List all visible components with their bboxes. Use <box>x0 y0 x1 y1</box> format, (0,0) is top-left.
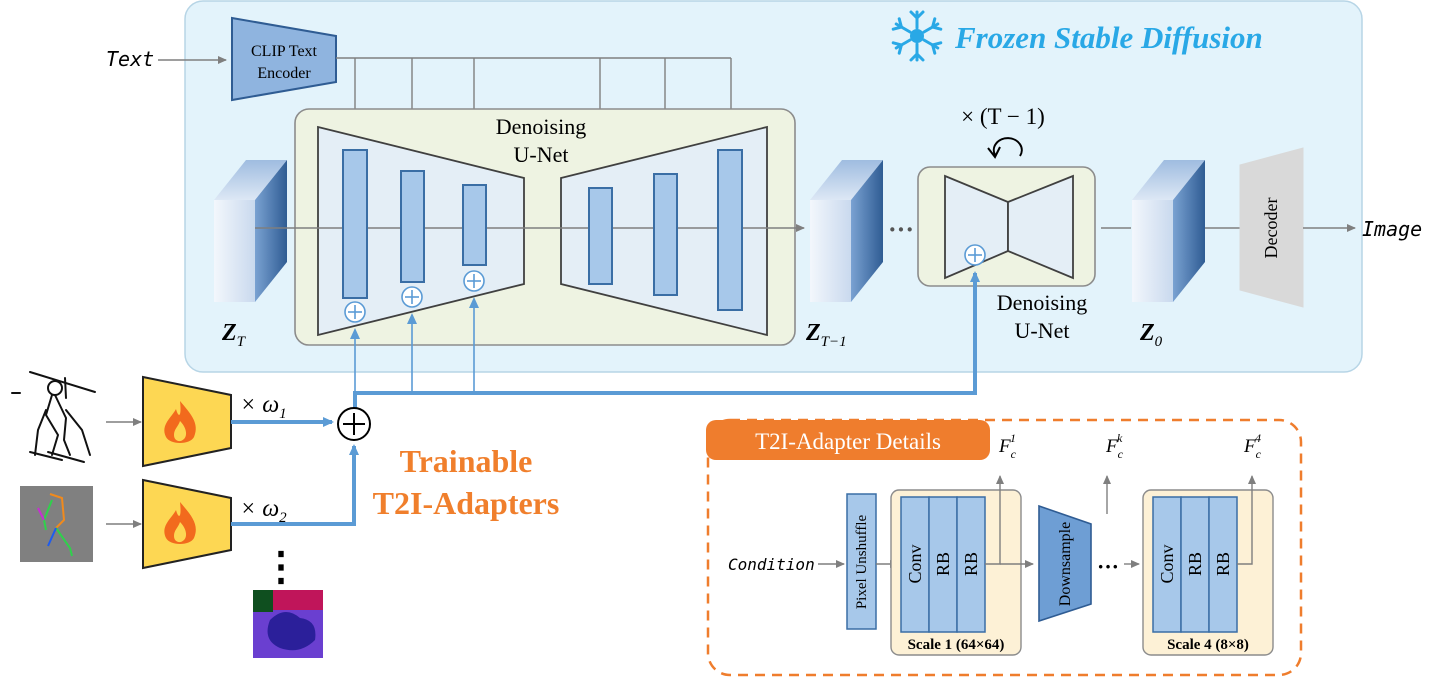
unet-repeat-label-line2: U-Net <box>1015 318 1070 343</box>
unet-repeat-decoder <box>1007 174 1074 280</box>
condition-label: Condition <box>728 555 815 574</box>
flame-icon <box>164 401 196 443</box>
feature-f1-label: Fc1 <box>998 431 1017 461</box>
loop-arrow-icon <box>987 137 1023 159</box>
unet-enc-block-1 <box>342 149 368 299</box>
adapter-feature-lines <box>350 271 980 408</box>
details-dots: ··· <box>1097 554 1119 579</box>
text-input-label: Text <box>106 47 154 71</box>
latent-zt-label: ZT <box>221 320 247 350</box>
sum-node-icon <box>337 407 371 441</box>
adapter-sum-lines <box>231 417 359 526</box>
clip-text-encoder <box>231 16 337 102</box>
scale-1-conv-label: Conv <box>905 544 925 583</box>
sketch-condition-image <box>11 371 96 463</box>
downsample-label: Downsample <box>1057 522 1074 606</box>
pixel-unshuffle-block <box>846 493 877 630</box>
scale-4-label: Scale 4 (8×8) <box>1167 637 1249 653</box>
unet-repeat-label: × (T − 1) <box>961 104 1045 129</box>
latent-zt1-label: ZT−1 <box>805 320 847 350</box>
weight-omega-2: × ω2 <box>240 496 287 526</box>
adapter-vdots: ⋮ <box>261 544 301 589</box>
scale-1-rb1-label: RB <box>933 552 953 576</box>
trainable-adapters-title-1: Trainable <box>400 443 533 479</box>
feature-fk-label: Fck <box>1105 431 1124 461</box>
image-output-label: Image <box>1362 217 1422 241</box>
unet-label-line2: U-Net <box>514 142 569 167</box>
plus-circle-icon <box>964 244 986 266</box>
scale-4-conv-label: Conv <box>1157 544 1177 583</box>
pixel-unshuffle-label: Pixel Unshuffle <box>854 515 870 610</box>
snowflake-icon <box>891 10 943 62</box>
pose-condition-image <box>20 486 93 562</box>
downsample-block <box>1038 504 1092 623</box>
details-panel <box>706 418 1303 677</box>
scale-1-label: Scale 1 (64×64) <box>908 637 1005 653</box>
segmentation-condition-image <box>253 590 323 658</box>
unet-dec-block-2 <box>653 173 678 296</box>
details-title: T2I-Adapter Details <box>755 429 941 454</box>
unet-add-icons <box>344 270 485 323</box>
feature-f4-label: Fc4 <box>1243 431 1262 461</box>
weight-omega-1: × ω1 <box>240 392 287 422</box>
decoder-label: Decoder <box>1261 198 1281 259</box>
unet-dec-block-1 <box>588 187 613 285</box>
plus-circle-icon <box>463 270 485 292</box>
scale-4-rb1-label: RB <box>1185 552 1205 576</box>
latent-ellipsis: ··· <box>888 215 914 244</box>
latent-zt1-cube <box>810 160 883 302</box>
latent-z0-label: Z0 <box>1139 320 1163 350</box>
plus-circle-icon <box>401 286 423 308</box>
scale-1-rb2-label: RB <box>961 552 981 576</box>
unet-label-line1: Denoising <box>496 114 586 139</box>
scale-4-output-arrow <box>1237 475 1256 565</box>
plus-circle-icon <box>344 301 366 323</box>
scale-4-blocks <box>1152 496 1238 633</box>
frozen-sd-title: Frozen Stable Diffusion <box>954 20 1263 55</box>
details-title-badge <box>706 420 990 460</box>
unet-repeat-label-line1: Denoising <box>997 290 1087 315</box>
unet-enc-block-2 <box>400 170 425 283</box>
unet-dec-block-3 <box>717 149 743 311</box>
clip-encoder-line1: CLIP Text <box>251 43 318 60</box>
latent-z0-cube <box>1132 160 1205 302</box>
scale-4-rb2-label: RB <box>1213 552 1233 576</box>
unet-blocks <box>342 149 743 311</box>
unet-enc-block-3 <box>462 184 487 266</box>
decoder-block <box>1239 147 1304 308</box>
latent-zt-cube <box>214 160 287 302</box>
trainable-adapters-title-2: T2I-Adapters <box>373 485 560 521</box>
scale-1-output-arrows <box>985 475 1034 568</box>
clip-encoder-line2: Encoder <box>257 65 311 82</box>
flame-icon <box>164 502 196 544</box>
